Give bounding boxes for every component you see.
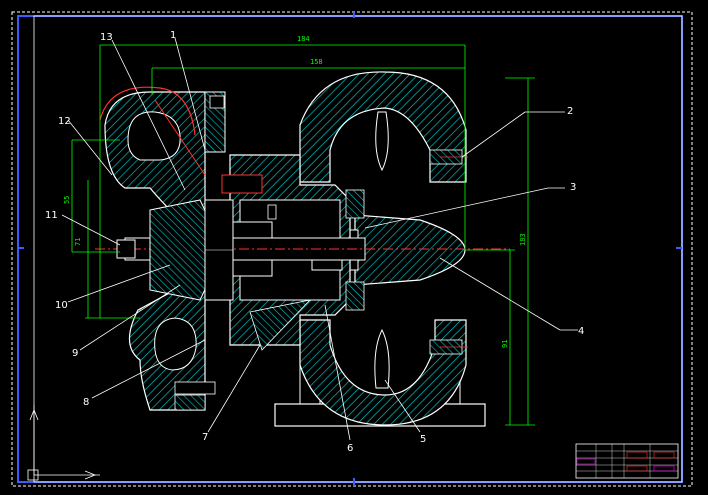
dim-overall-length: 184 <box>297 35 310 43</box>
part-label-12: 12 <box>58 116 71 127</box>
part-label-5: 5 <box>420 434 426 445</box>
part-label-4: 4 <box>578 326 584 337</box>
ucs-axis-icon <box>27 405 100 481</box>
dim-left-height-b: 71 <box>74 238 82 246</box>
turbine-housing <box>299 71 468 426</box>
part-label-13: 13 <box>100 32 113 43</box>
compressor-housing <box>99 86 226 411</box>
part-label-1: 1 <box>170 30 176 41</box>
compressor-impeller <box>149 199 234 301</box>
dim-left-height-a: 55 <box>63 196 71 204</box>
part-label-8: 8 <box>83 397 89 408</box>
part-label-9: 9 <box>72 348 78 359</box>
part-label-2: 2 <box>567 106 573 117</box>
dim-lower-height: 91 <box>501 340 509 348</box>
part-label-6: 6 <box>347 443 353 454</box>
part-label-10: 10 <box>55 300 68 311</box>
part-label-11: 11 <box>45 210 58 221</box>
dim-inner-length: 158 <box>310 58 323 66</box>
dimension-lines <box>71 44 535 426</box>
leader-lines <box>61 37 578 441</box>
part-label-3: 3 <box>570 182 576 193</box>
sheet-border <box>11 11 693 487</box>
part-label-7: 7 <box>202 432 208 443</box>
dim-overall-height: 183 <box>519 233 527 246</box>
title-block <box>575 443 679 479</box>
